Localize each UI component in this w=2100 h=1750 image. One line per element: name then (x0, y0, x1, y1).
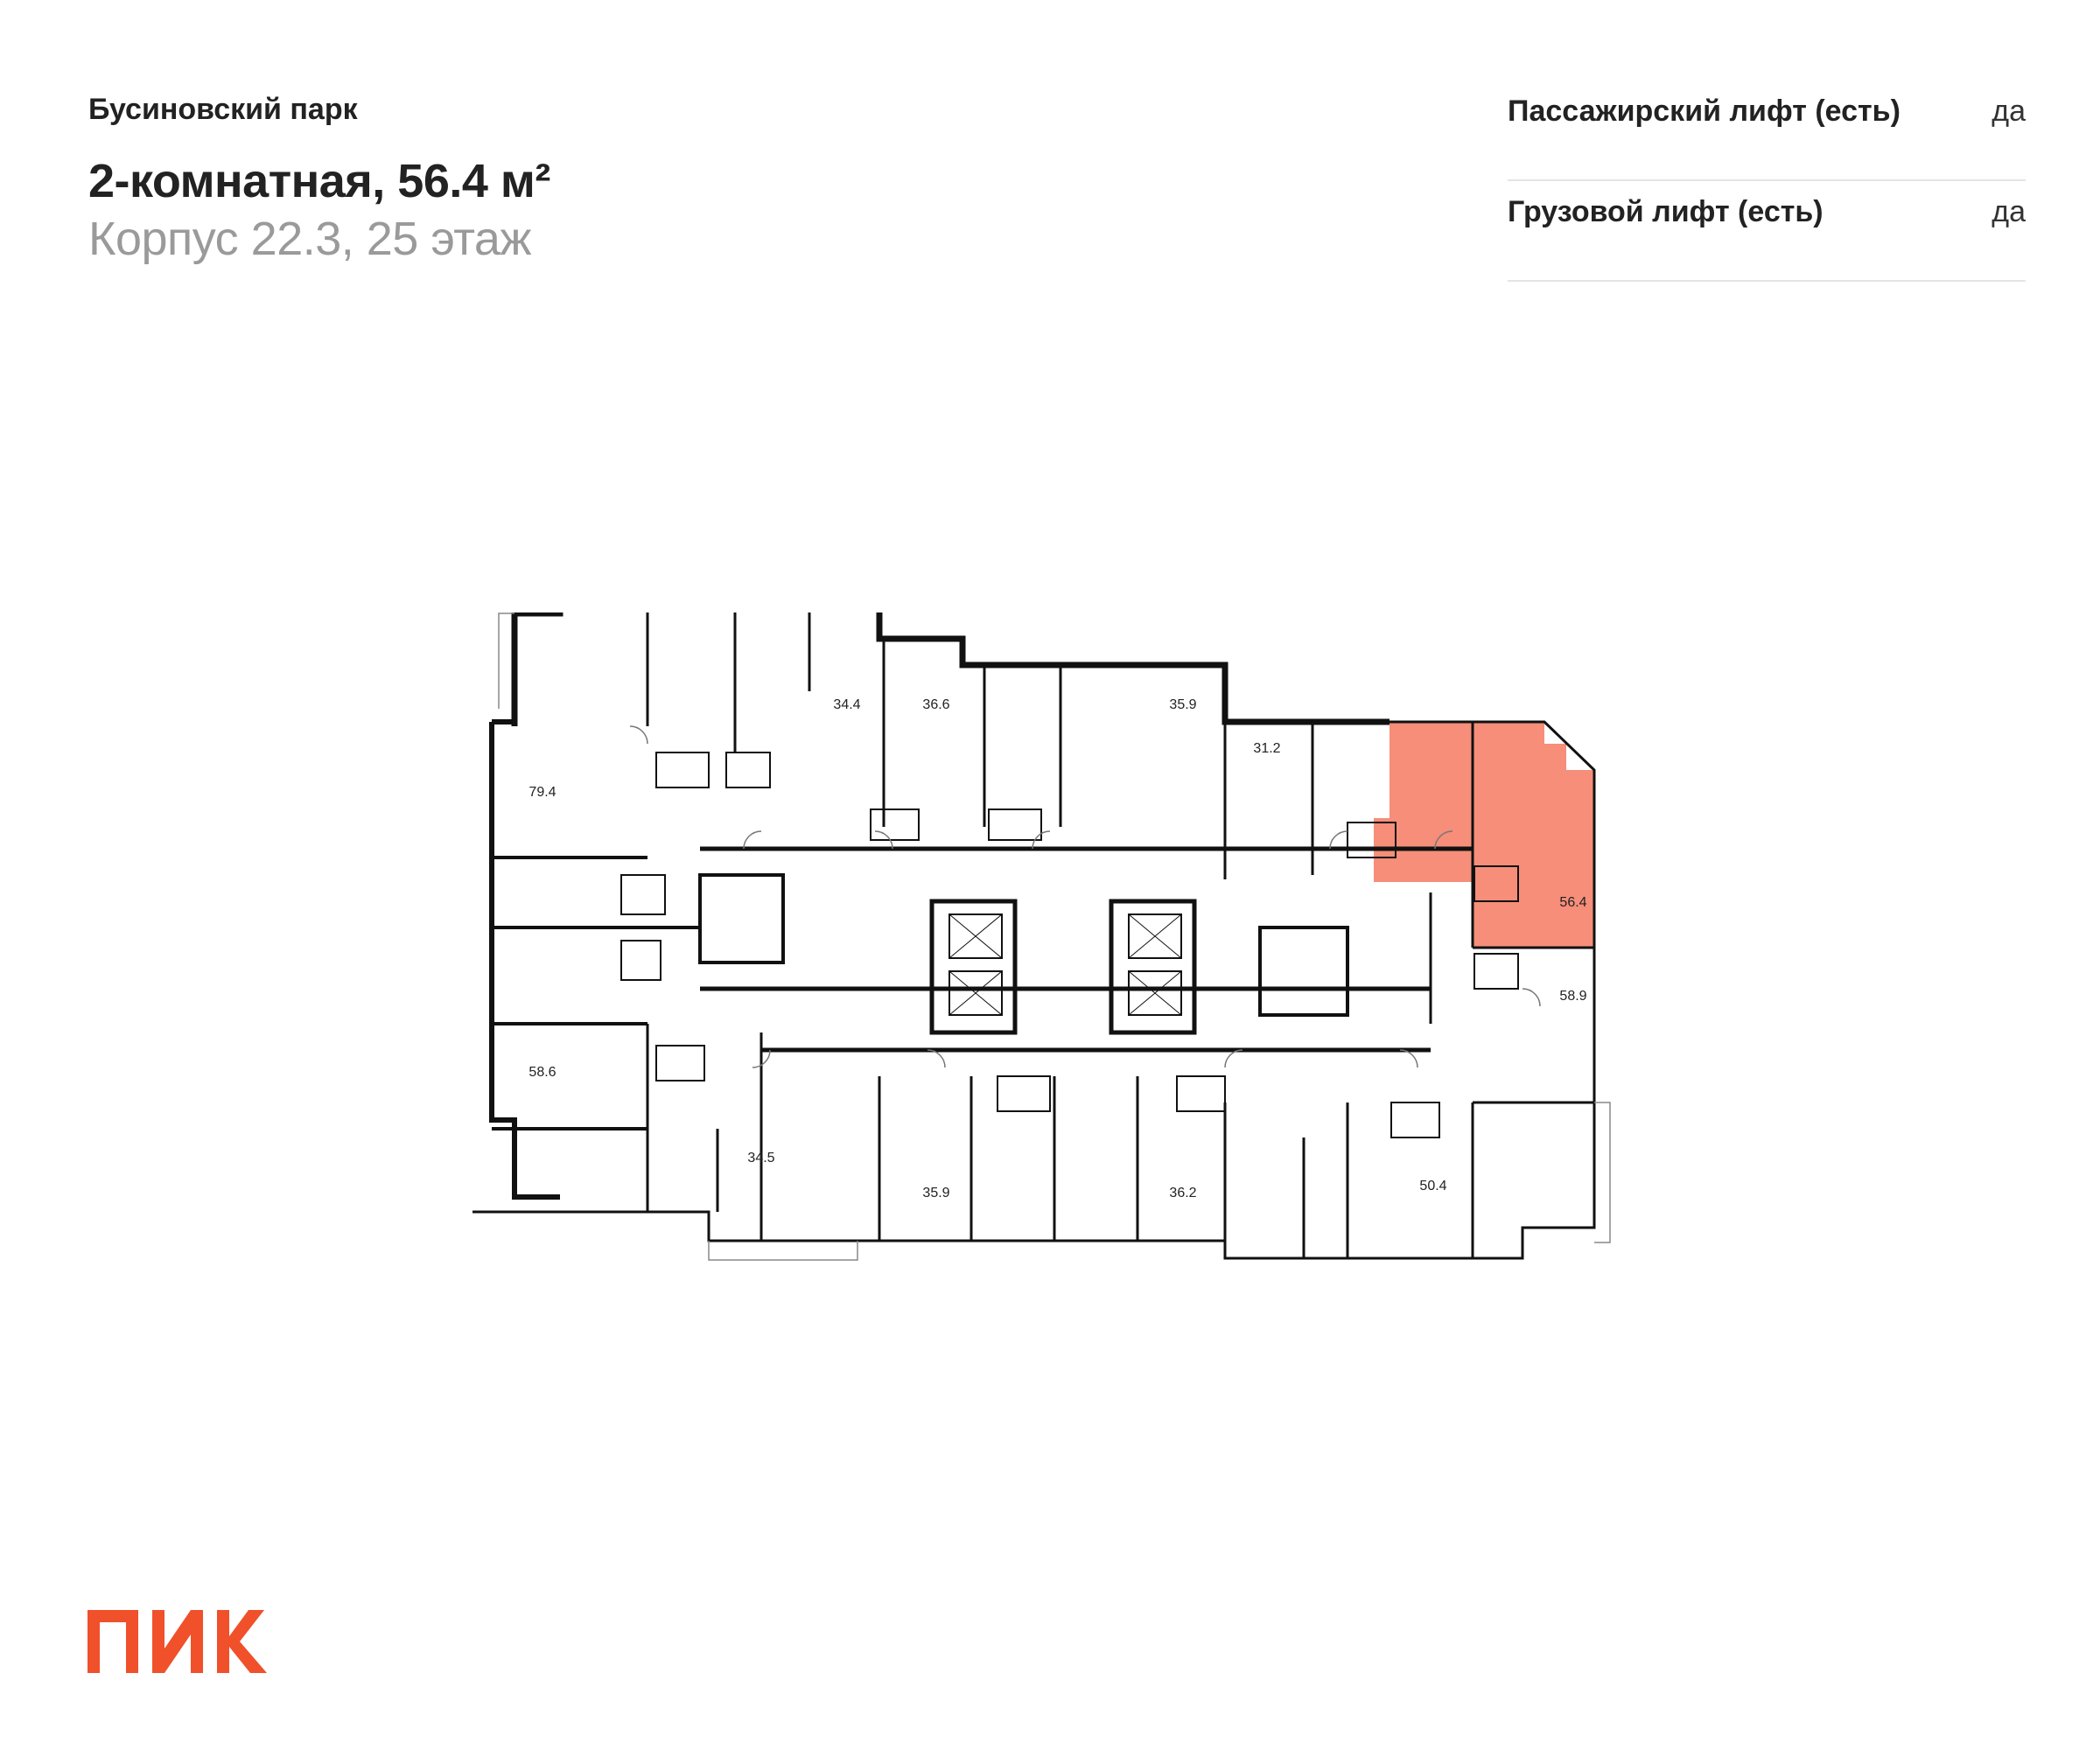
apartment-area-label[interactable]: 34.4 (833, 697, 860, 712)
spec-value: да (1992, 195, 2026, 228)
apartment-area-label[interactable]: 58.6 (528, 1065, 556, 1080)
apartment-area-label[interactable]: 34.5 (747, 1151, 774, 1166)
apartment-area-label[interactable]: 36.2 (1169, 1186, 1196, 1200)
apartment-title: 2-комнатная, 56.4 м² (88, 155, 550, 207)
apartment-area-label[interactable]: 58.9 (1559, 989, 1586, 1004)
spec-row-passenger-lift: Пассажирский лифт (есть) да (1508, 80, 2026, 181)
doors (629, 725, 1541, 1068)
spec-label: Грузовой лифт (есть) (1508, 195, 1824, 228)
project-name: Бусиновский парк (88, 93, 358, 126)
apartment-area-label[interactable]: 35.9 (1169, 697, 1196, 712)
floor-plan-drawing: 79.4 34.4 36.6 35.9 31.2 56.4 58.9 58.6 … (472, 612, 1611, 1261)
apartment-area-label[interactable]: 50.4 (1419, 1179, 1446, 1194)
walls (472, 612, 1596, 1260)
spec-label: Пассажирский лифт (есть) (1508, 94, 1900, 128)
spec-value: да (1992, 94, 2026, 128)
selected-apartment-highlight[interactable] (1374, 722, 1594, 948)
apartment-area-label[interactable]: 79.4 (528, 785, 556, 800)
apartment-area-label[interactable]: 36.6 (922, 697, 949, 712)
apartment-area-label[interactable]: 35.9 (922, 1186, 949, 1200)
specs-list: Пассажирский лифт (есть) да Грузовой лиф… (1508, 80, 2026, 282)
apartment-subtitle: Корпус 22.3, 25 этаж (88, 213, 531, 265)
pik-logo (88, 1610, 267, 1673)
apartment-area-label[interactable]: 31.2 (1253, 741, 1280, 756)
floor-plan: 79.4 34.4 36.6 35.9 31.2 56.4 58.9 58.6 … (472, 612, 1628, 1278)
spec-row-freight-lift: Грузовой лифт (есть) да (1508, 181, 2026, 282)
balconies (498, 612, 1611, 1261)
apartment-area-label[interactable]: 56.4 (1559, 895, 1586, 910)
